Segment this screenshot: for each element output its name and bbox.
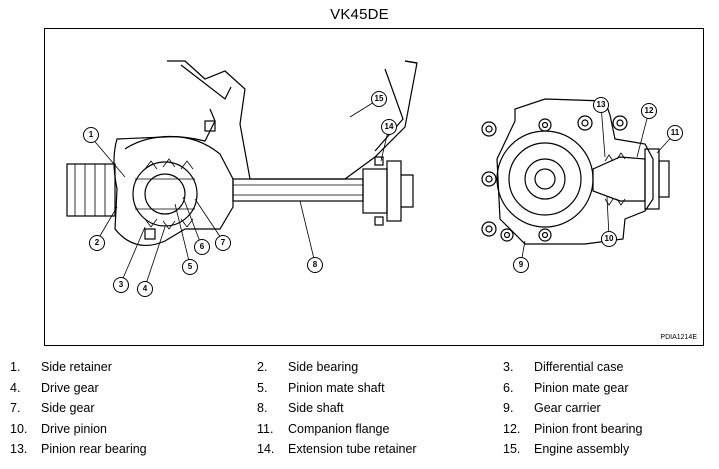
callout-2: 2 xyxy=(89,235,105,251)
side-retainer-shape xyxy=(66,163,116,217)
callout-15: 15 xyxy=(371,91,387,107)
legend-number: 6. xyxy=(503,380,514,395)
differential-housing xyxy=(113,136,234,247)
callout-13: 13 xyxy=(593,97,609,113)
legend-label: Extension tube retainer xyxy=(288,442,417,457)
legend-number: 1. xyxy=(10,360,21,374)
callout-7: 7 xyxy=(215,235,231,251)
legend-number: 11. xyxy=(257,421,274,436)
legend-label: Side shaft xyxy=(288,401,344,416)
callout-10: 10 xyxy=(601,231,617,247)
callout-1: 1 xyxy=(83,127,99,143)
legend-label: Pinion rear bearing xyxy=(41,442,147,457)
diagram-title: VK45DE xyxy=(330,6,389,23)
legend-number: 14. xyxy=(257,442,275,457)
legend-label: Engine assembly xyxy=(534,442,630,457)
legend-label: Side bearing xyxy=(288,360,359,374)
legend-label: Side retainer xyxy=(41,360,112,374)
drive-pinion-shape xyxy=(592,156,646,202)
legend-label: Drive pinion xyxy=(41,421,108,436)
callout-5: 5 xyxy=(182,259,198,275)
legend-number: 13. xyxy=(10,442,28,457)
legend-label: Pinion mate shaft xyxy=(288,380,385,395)
legend-number: 3. xyxy=(503,360,514,374)
callout-6: 6 xyxy=(194,239,210,255)
drive-gear-shape xyxy=(132,161,198,227)
ring-gear-shape xyxy=(496,130,594,228)
legend-number: 2. xyxy=(257,360,268,374)
legend-number: 5. xyxy=(257,380,268,395)
callout-8: 8 xyxy=(307,257,323,273)
legend-label: Differential case xyxy=(534,360,624,374)
gear-carrier-outline xyxy=(496,98,654,245)
legend-number: 15. xyxy=(503,442,521,457)
engine-assembly-outline xyxy=(167,60,418,180)
legend-label: Drive gear xyxy=(41,380,99,395)
legend-number: 9. xyxy=(503,401,514,416)
front-differential-illustration xyxy=(66,60,676,288)
figure-code: PDIA1214E xyxy=(660,334,697,341)
legend-number: 12. xyxy=(503,421,521,436)
callout-4: 4 xyxy=(137,281,153,297)
callout-14: 14 xyxy=(381,119,397,135)
legend-label: Pinion front bearing xyxy=(534,421,643,436)
side-shaft-tube xyxy=(232,178,364,202)
legend-number: 7. xyxy=(10,401,21,416)
legend-number: 4. xyxy=(10,380,21,395)
legend-number: 10. xyxy=(10,421,28,436)
legend-number: 8. xyxy=(257,401,268,416)
callout-12: 12 xyxy=(641,103,657,119)
legend-label: Side gear xyxy=(41,401,95,416)
callout-3: 3 xyxy=(113,277,129,293)
legend-label: Companion flange xyxy=(288,421,390,436)
callout-9: 9 xyxy=(513,257,529,273)
callout-11: 11 xyxy=(667,125,683,141)
extension-tube-retainer-shape xyxy=(362,168,388,214)
legend-label: Gear carrier xyxy=(534,401,601,416)
legend-label: Pinion mate gear xyxy=(534,380,629,395)
